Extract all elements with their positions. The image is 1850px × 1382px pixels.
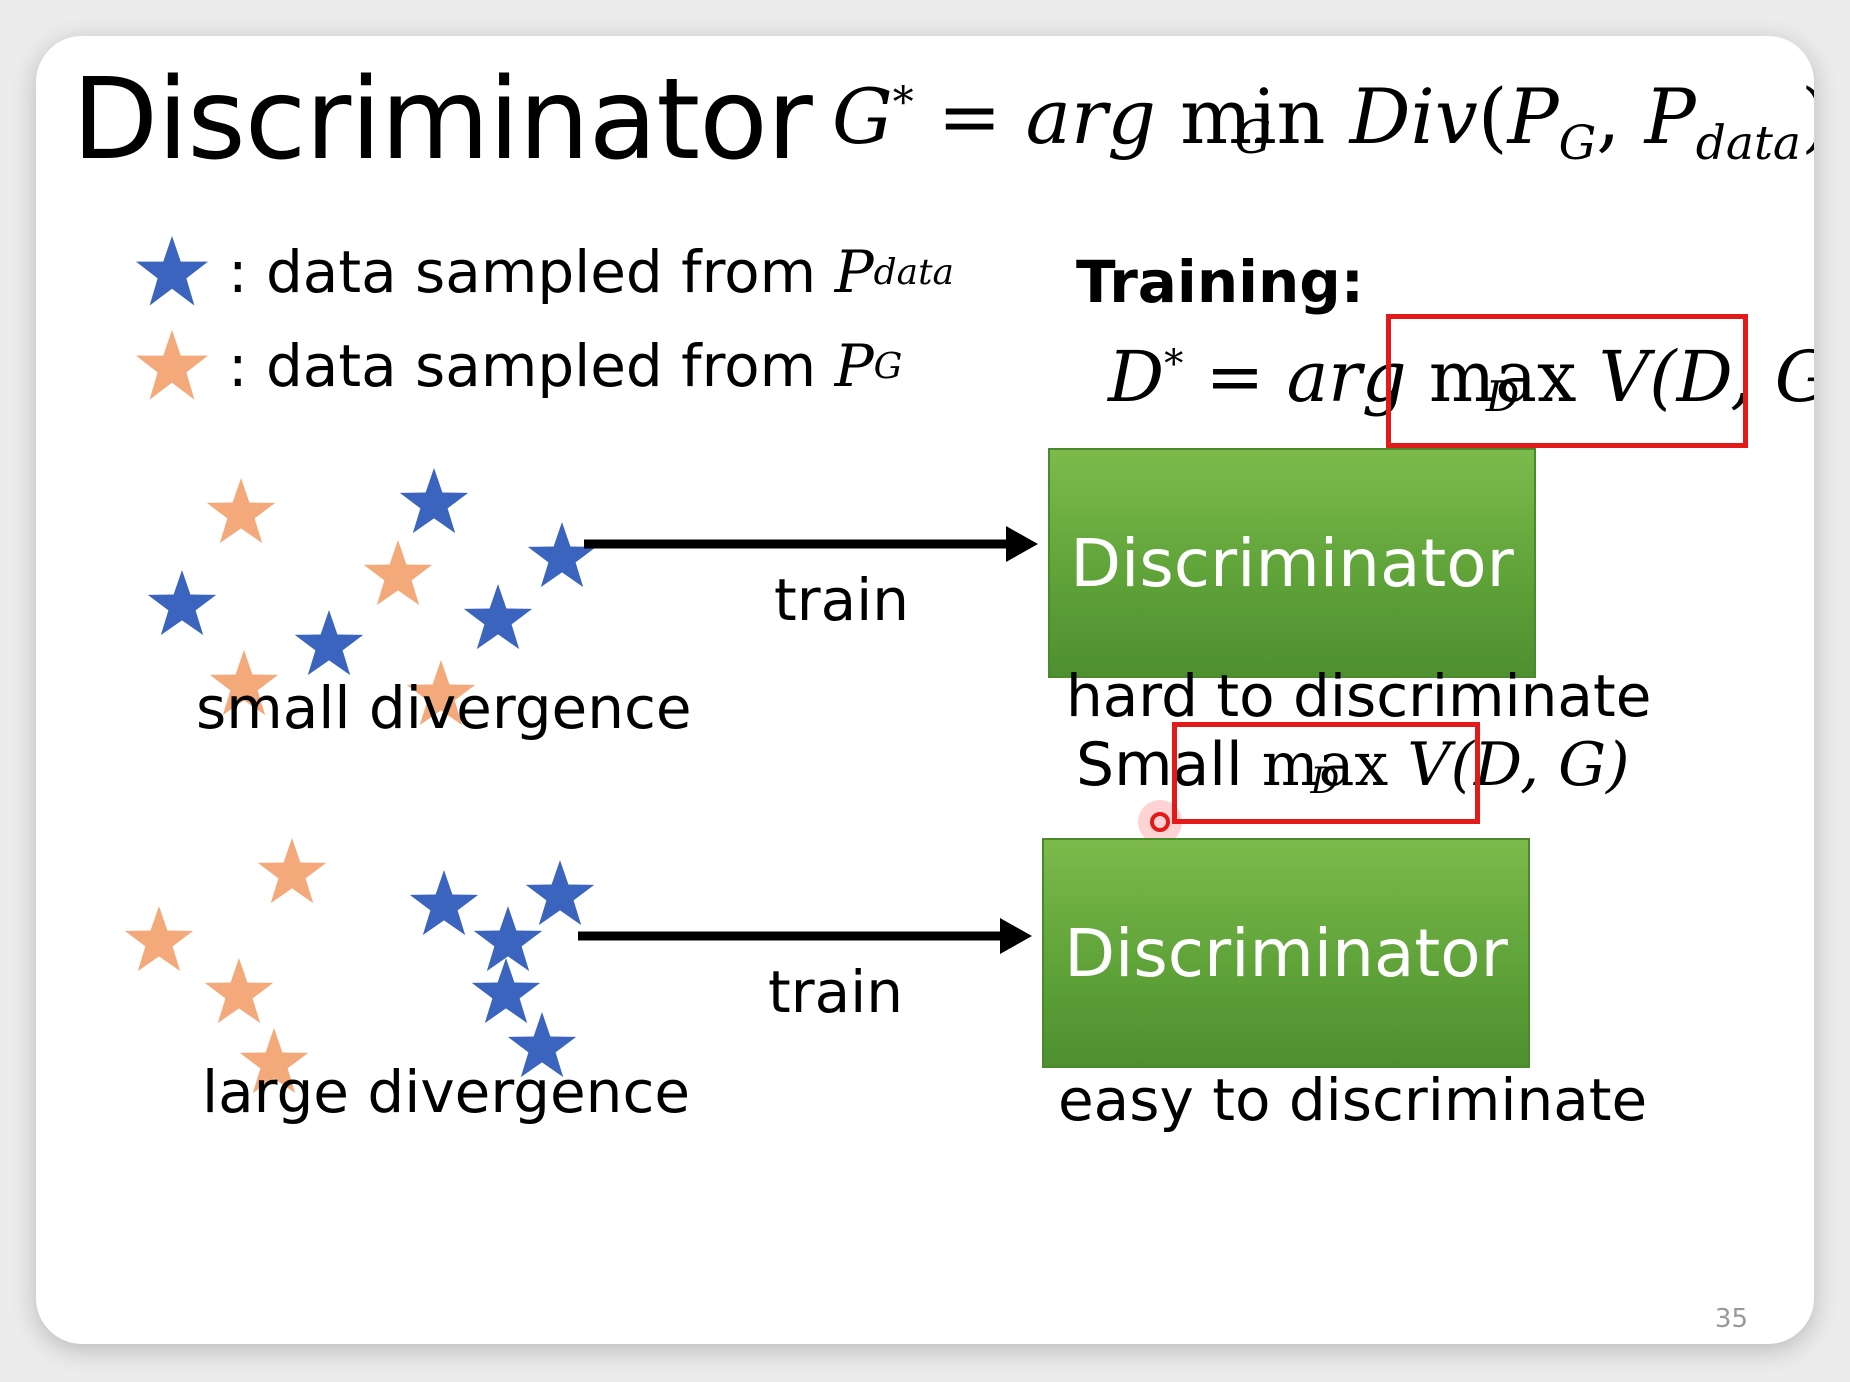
star-orange-icon — [124, 906, 194, 972]
star-blue-icon — [399, 468, 469, 534]
star-orange-icon — [206, 478, 276, 544]
discriminator-box-bottom: Discriminator — [1042, 838, 1530, 1068]
result-hard-to-discriminate: hard to discriminate — [1066, 662, 1652, 730]
star-orange-icon — [257, 838, 327, 904]
star-blue-icon — [473, 906, 543, 972]
discriminator-box-top: Discriminator — [1048, 448, 1536, 678]
star-blue-icon — [136, 236, 208, 306]
star-blue-icon — [409, 870, 479, 936]
arrow-label-top: train — [774, 566, 910, 634]
star-orange-icon — [136, 330, 208, 400]
result-easy-to-discriminate: easy to discriminate — [1058, 1066, 1648, 1134]
star-orange-icon — [363, 540, 433, 606]
pointer-dot-icon — [1138, 800, 1182, 844]
caption-large-divergence: large divergence — [202, 1058, 691, 1126]
training-label: Training: — [1076, 248, 1364, 316]
star-blue-icon — [147, 570, 217, 636]
caption-small-divergence: small divergence — [196, 674, 692, 742]
star-blue-icon — [294, 610, 364, 676]
slide-title: Discriminator — [72, 55, 813, 185]
star-blue-icon — [525, 860, 595, 926]
star-blue-icon — [471, 958, 541, 1024]
arrow-right-icon — [1006, 526, 1038, 562]
arrow-label-bottom: train — [768, 958, 904, 1026]
pointer-dot-icon — [1150, 812, 1170, 832]
highlight-box-small-max — [1172, 722, 1480, 824]
star-blue-icon — [463, 584, 533, 650]
arrow-right-icon — [1000, 918, 1032, 954]
diagram-graphics — [124, 468, 1182, 1094]
star-orange-icon — [204, 958, 274, 1024]
highlight-box-training — [1386, 314, 1748, 448]
star-blue-icon — [527, 522, 597, 588]
page-number: 35 — [1714, 1304, 1748, 1334]
